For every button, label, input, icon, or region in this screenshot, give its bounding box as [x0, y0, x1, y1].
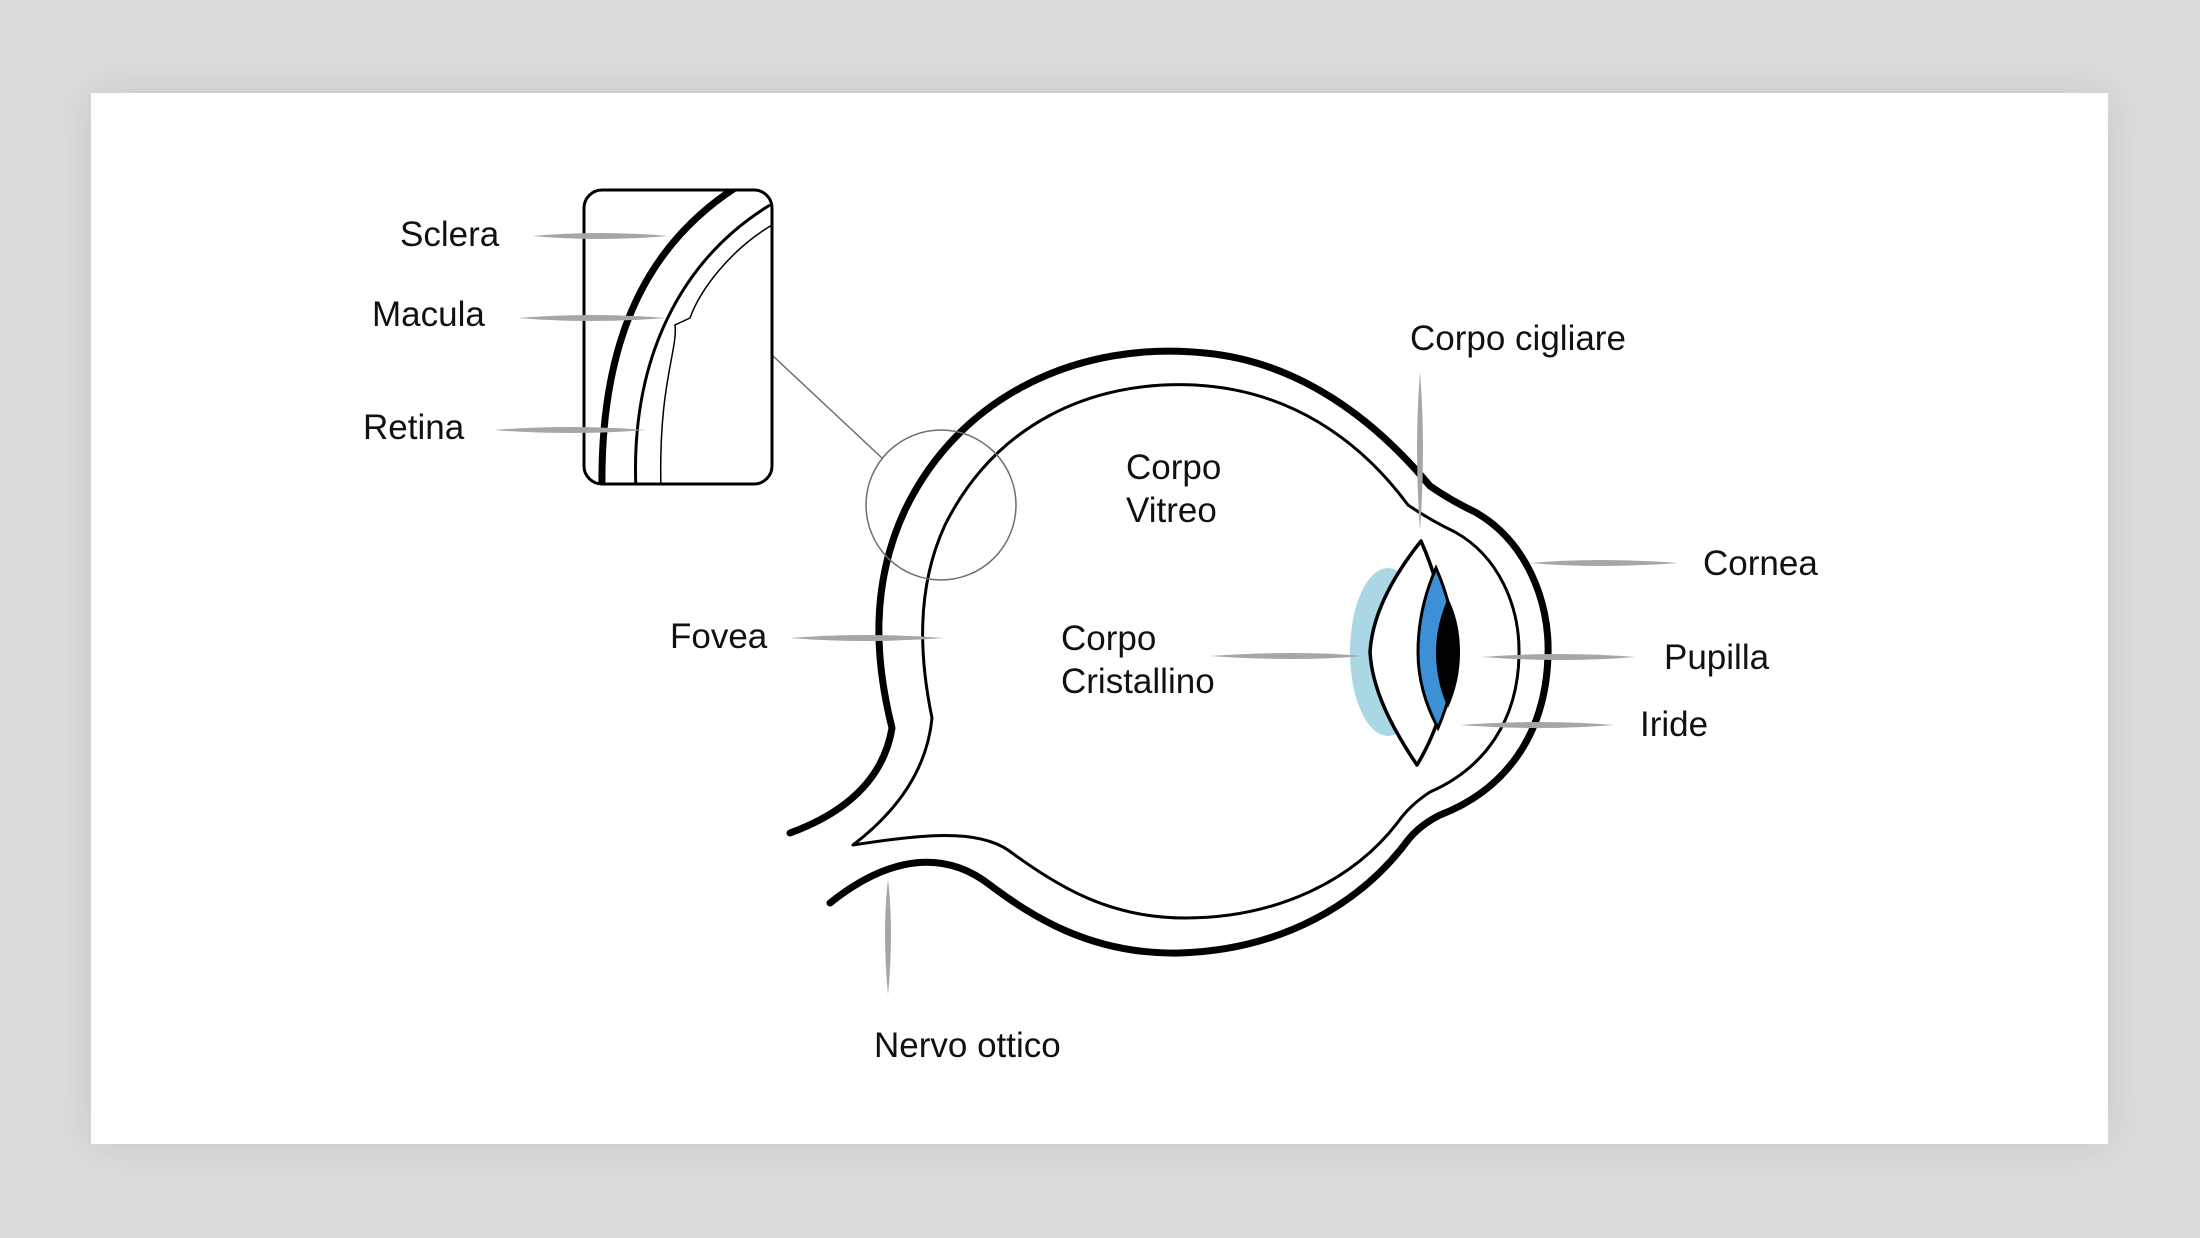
leader-fovea: [790, 635, 944, 641]
label-corpo-cristallino-1: Corpo: [1061, 619, 1156, 658]
label-corpo-cigliare: Corpo cigliare: [1410, 319, 1626, 358]
label-corpo-cristallino-2: Cristallino: [1061, 662, 1215, 701]
zoom-circle: [865, 429, 1017, 581]
label-corpo-vitreo-2: Vitreo: [1126, 491, 1217, 530]
leader-cornea: [1530, 560, 1678, 566]
leader-sclera: [532, 233, 668, 239]
pupil: [1436, 598, 1460, 708]
inset-frame: [582, 188, 774, 486]
label-corpo-vitreo-1: Corpo: [1126, 448, 1221, 487]
label-sclera: Sclera: [400, 215, 500, 254]
label-iride: Iride: [1640, 705, 1708, 744]
label-nervo-ottico: Nervo ottico: [874, 1026, 1061, 1065]
leader-cristallino: [1210, 653, 1364, 659]
label-pupilla: Pupilla: [1664, 638, 1770, 677]
leader-retina: [494, 427, 646, 433]
diagram-card: [91, 93, 2108, 1144]
leader-lines: [494, 233, 1678, 995]
label-fovea: Fovea: [670, 617, 768, 656]
leader-pupilla: [1482, 654, 1636, 660]
label-cornea: Cornea: [1703, 544, 1818, 583]
sclera-outline: [786, 347, 1552, 957]
label-macula: Macula: [372, 295, 485, 334]
leader-nervo: [885, 880, 891, 995]
retina-outline: [851, 383, 1521, 920]
leader-macula: [518, 315, 666, 321]
label-retina: Retina: [363, 408, 465, 447]
leader-cigliare: [1417, 372, 1423, 530]
leader-iride: [1460, 722, 1614, 728]
zoom-connector: [772, 355, 883, 459]
inset-detail: [598, 190, 772, 484]
